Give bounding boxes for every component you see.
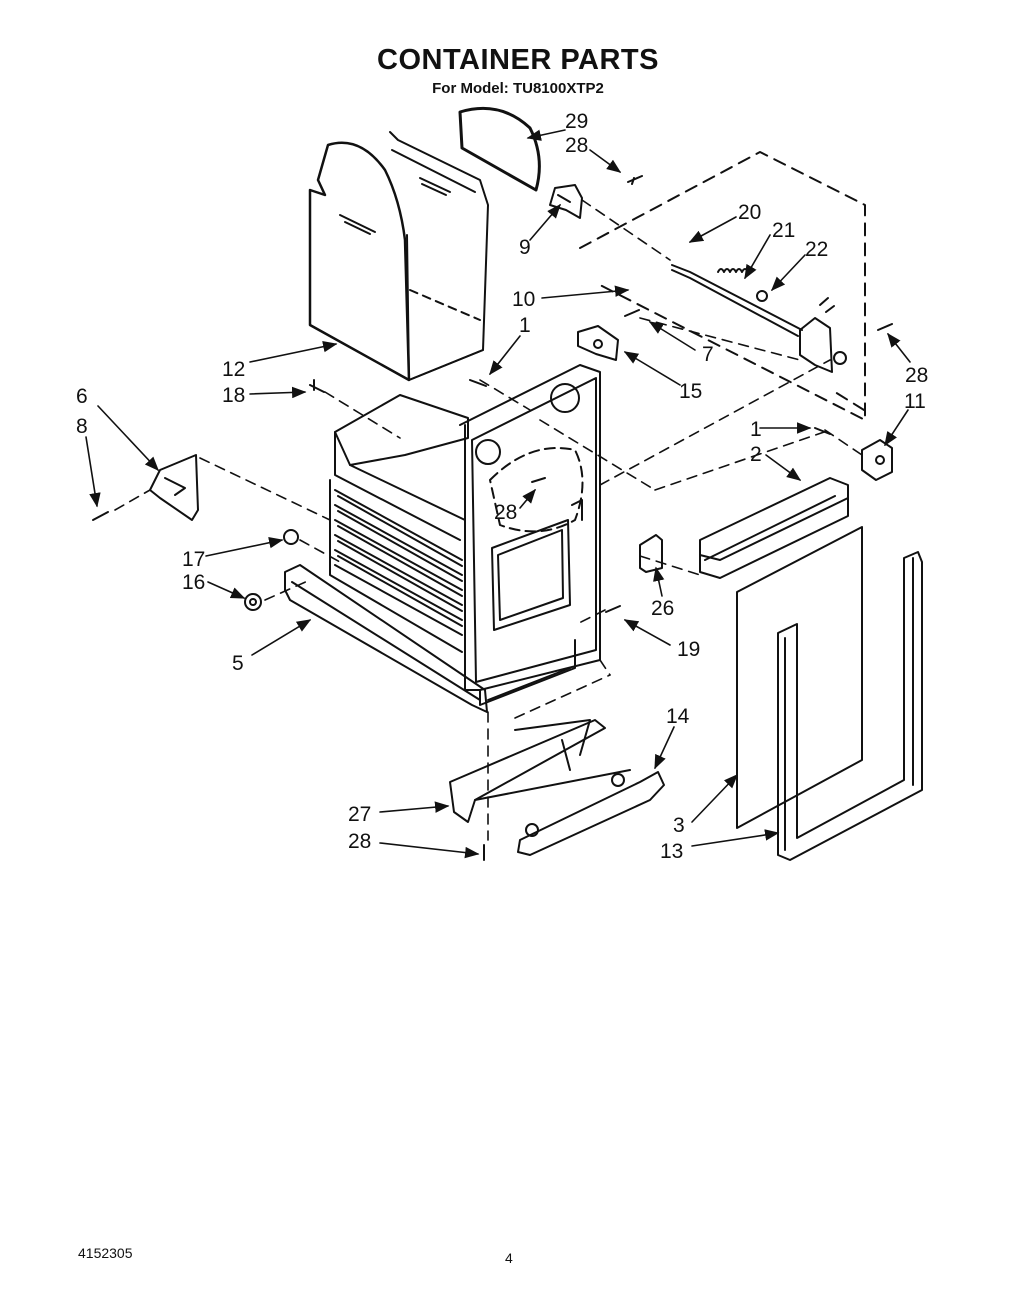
callout-12: 12: [222, 358, 245, 381]
page-number: 4: [505, 1250, 513, 1266]
part-2-channel: [699, 477, 849, 579]
part-8-screw: [92, 511, 109, 521]
callout-15: 15: [679, 380, 702, 403]
part-11-bracket: [861, 439, 893, 481]
callout-leaders: [85, 129, 911, 859]
page-title: CONTAINER PARTS: [377, 44, 659, 76]
callout-6: 6: [76, 385, 88, 408]
callout-labels: 29 28 20 21 22 9 10 1 7 28 15 12 18 6 8 …: [76, 110, 928, 863]
part-15-bracket: [577, 325, 619, 361]
callout-28: 28: [494, 501, 517, 524]
model-subtitle: For Model: TU8100XTP2: [432, 80, 604, 97]
callout-11: 11: [904, 390, 926, 413]
part-12-liner: [308, 131, 489, 382]
callout-20: 20: [738, 201, 761, 224]
callout-22: 22: [805, 238, 828, 261]
part-22-washer: [756, 290, 768, 302]
callout-14: 14: [666, 705, 690, 728]
part-6-clip: [149, 454, 199, 521]
part-16-knob: [244, 593, 262, 611]
callout-1: 1: [519, 314, 531, 337]
main-container-body: [329, 364, 601, 706]
part-17-nut: [283, 529, 299, 545]
part-20-rod: [671, 264, 803, 337]
part-14-drawer: [449, 719, 665, 856]
part-latch-plate: [799, 297, 847, 373]
part-5-base-rail: [284, 564, 488, 713]
callout-27: 27: [348, 803, 371, 826]
callout-13: 13: [660, 840, 683, 863]
callout-17: 17: [182, 548, 205, 571]
callout-10: 10: [512, 288, 535, 311]
screws: [309, 175, 893, 861]
part-26-clip: [639, 534, 663, 573]
callout-8: 8: [76, 415, 88, 438]
callout-28: 28: [348, 830, 371, 853]
callout-19: 19: [677, 638, 700, 661]
part-9-bracket: [549, 184, 583, 219]
assembly-lines: [114, 199, 863, 841]
callout-28: 28: [565, 134, 588, 157]
callout-2: 2: [750, 443, 762, 466]
callout-18: 18: [222, 384, 245, 407]
callout-28: 28: [905, 364, 928, 387]
part-29-cover: [458, 106, 541, 192]
part-3-door-panel: [736, 526, 863, 829]
callout-7: 7: [702, 343, 714, 366]
callout-26: 26: [651, 597, 674, 620]
callout-29: 29: [565, 110, 588, 133]
document-number: 4152305: [78, 1245, 133, 1261]
rear-panel-outline: [579, 151, 866, 421]
callout-3: 3: [673, 814, 685, 837]
callout-9: 9: [519, 236, 531, 259]
callout-16: 16: [182, 571, 205, 594]
callout-21: 21: [772, 219, 795, 242]
part-21-spring: [717, 268, 749, 273]
part-13-door-frame: [777, 551, 923, 861]
callout-5: 5: [232, 652, 244, 675]
callout-1: 1: [750, 418, 762, 441]
